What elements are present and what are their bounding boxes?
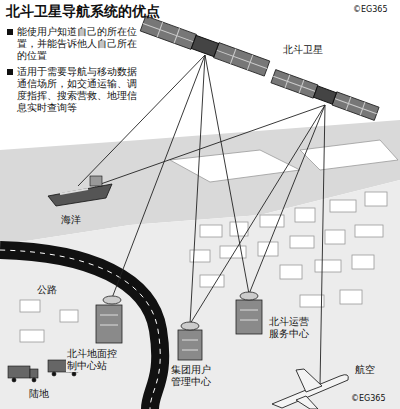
title: 北斗卫星导航系统的优点 [6, 3, 160, 20]
part-label: 北斗卫星 [282, 44, 324, 56]
control-center [96, 296, 122, 343]
airplane [272, 369, 348, 409]
user-center [178, 322, 202, 360]
satellite [140, 16, 270, 76]
part-label: 集团用户管理中心 [170, 364, 214, 388]
satellite [271, 70, 379, 121]
service-center [236, 292, 262, 334]
watermark: ©EG365 [350, 394, 387, 404]
part-label: 海洋 [60, 214, 82, 226]
bullet-marker [7, 69, 13, 75]
bullet-marker [7, 29, 13, 35]
part-label: 航空 [354, 364, 376, 376]
land [0, 180, 400, 409]
part-label: 公路 [36, 284, 58, 296]
note: 适用于需要导航与移动数据通信场所，如交通运输、调度指挥、搜索营救、地理信息实时查… [16, 66, 139, 114]
note: 能使用户知道自己的所在位置，并能告诉他人自己所在的位置 [16, 26, 139, 62]
part-label: 北斗地面控制中心站 [66, 348, 120, 372]
part-label: 陆地 [28, 388, 50, 400]
highway [0, 250, 160, 409]
part-label: 北斗运营服务中心 [268, 316, 312, 340]
watermark: ©EG365 [352, 5, 389, 15]
ship [48, 176, 112, 206]
road-marking [0, 250, 160, 409]
city-blocks [20, 140, 398, 342]
